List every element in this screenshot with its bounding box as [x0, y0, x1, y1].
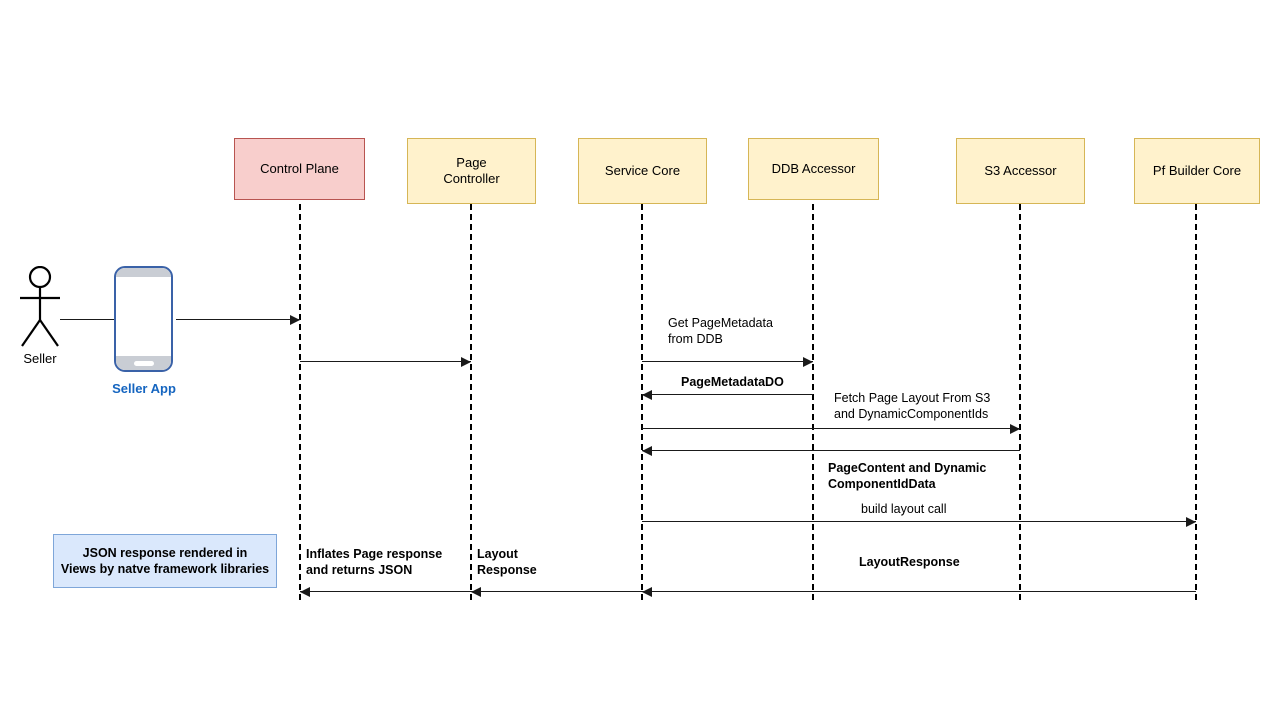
arrowhead-m7: [642, 446, 652, 456]
message-line-m10: [642, 591, 1196, 592]
arrowhead-m10: [642, 587, 652, 597]
participant-pf-builder-core[interactable]: Pf Builder Core: [1134, 138, 1260, 204]
message-label-m9: build layout call: [861, 502, 947, 516]
lifeline-page-controller: [470, 204, 472, 600]
arrowhead-m6: [1010, 424, 1020, 434]
message-label-m5: PageMetadataDO: [681, 375, 784, 389]
message-label-m8: PageContent and Dynamic ComponentIdData: [828, 461, 987, 491]
arrowhead-m12: [300, 587, 310, 597]
message-line-m6: [642, 428, 1020, 429]
phone-screen: [116, 277, 171, 356]
lifeline-ddb-accessor: [812, 204, 814, 600]
participant-s3-accessor[interactable]: S3 Accessor: [956, 138, 1085, 204]
message-label-m4: Get PageMetadata from DDB: [668, 316, 773, 346]
message-line-m4: [642, 361, 813, 362]
arrowhead-m3: [461, 357, 471, 367]
mobile-phone-icon: [114, 266, 173, 372]
message-line-m3: [300, 361, 471, 362]
stick-figure-icon: [20, 265, 60, 347]
participant-control-plane[interactable]: Control Plane: [234, 138, 365, 200]
lifeline-service-core: [641, 204, 643, 600]
participant-service-core[interactable]: Service Core: [578, 138, 707, 204]
arrowhead-m2: [290, 315, 300, 325]
message-line-m5: [642, 394, 813, 395]
message-line-m7: [642, 450, 1020, 451]
arrowhead-m9: [1186, 517, 1196, 527]
message-line-m11: [471, 591, 642, 592]
arrowhead-m11: [471, 587, 481, 597]
device-label: Seller App: [112, 381, 176, 396]
message-label-m11: Layout Response: [477, 547, 537, 577]
lifeline-s3-accessor: [1019, 204, 1021, 600]
message-line-m9: [642, 521, 1196, 522]
arrowhead-m5: [642, 390, 652, 400]
message-label-m10: LayoutResponse: [859, 555, 960, 569]
arrowhead-m4: [803, 357, 813, 367]
participant-page-controller[interactable]: Page Controller: [407, 138, 536, 204]
message-label-m6: Fetch Page Layout From S3 and DynamicCom…: [834, 391, 991, 421]
actor-seller: [14, 265, 66, 358]
phone-bezel-bottom: [116, 356, 171, 370]
note-json-response: JSON response rendered in Views by natve…: [53, 534, 277, 588]
lifeline-control-plane: [299, 204, 301, 600]
actor-label: Seller: [23, 351, 57, 366]
lifeline-pf-builder-core: [1195, 204, 1197, 600]
message-line-m2: [176, 319, 300, 320]
message-line-m12: [300, 591, 471, 592]
phone-bezel-top: [116, 268, 171, 277]
phone-home-indicator: [133, 361, 154, 366]
message-label-m12: Inflates Page response and returns JSON: [306, 547, 443, 577]
participant-ddb-accessor[interactable]: DDB Accessor: [748, 138, 879, 200]
